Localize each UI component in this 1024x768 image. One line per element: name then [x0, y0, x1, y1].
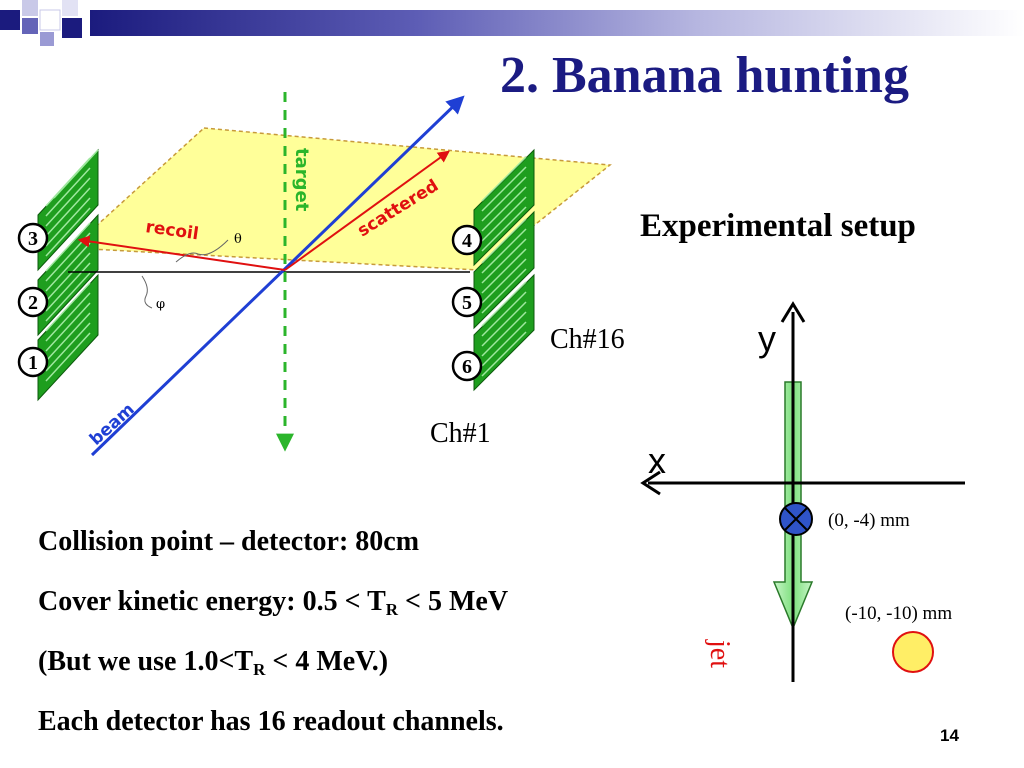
- fact-energy: Cover kinetic energy: 0.5 < TR < 5 MeV: [38, 586, 508, 646]
- phi-label: φ: [156, 297, 165, 312]
- y-axis-label: y: [758, 318, 776, 359]
- jet-position-label: (0, -4) mm: [828, 510, 910, 531]
- svg-text:2: 2: [28, 292, 38, 314]
- detector-badge-6: 6: [451, 350, 483, 382]
- detector-1: [37, 273, 99, 402]
- target-label: target: [291, 148, 312, 212]
- setup-heading: Experimental setup: [640, 208, 916, 244]
- corner-decoration: [0, 0, 82, 46]
- x-axis-arrowhead: [640, 470, 661, 496]
- svg-text:5: 5: [462, 292, 472, 314]
- detector-badge-5: 5: [451, 286, 483, 318]
- svg-text:6: 6: [462, 356, 472, 378]
- setup-diagram: [640, 301, 965, 682]
- target-position-marker: [892, 631, 934, 673]
- fact-distance-text: Collision point – detector: 80cm: [38, 526, 420, 557]
- channel-16-label: Ch#16: [550, 324, 625, 355]
- theta-leader: [175, 239, 229, 263]
- svg-text:4: 4: [462, 230, 472, 252]
- detector-badge-4: 4: [451, 224, 483, 256]
- y-axis-arrowhead: [780, 301, 806, 323]
- fact-energy-prefix: Cover kinetic energy: 0.5 < T: [38, 586, 386, 617]
- fact-used-subscript: R: [253, 660, 266, 679]
- header-bar: [90, 10, 1024, 36]
- phi-leader: [141, 275, 153, 309]
- detector-diagram: target scattered recoil beam θ φ 3 2 1 4…: [17, 92, 612, 457]
- beam-label: beam: [86, 399, 139, 449]
- theta-label: θ: [234, 232, 242, 247]
- scattered-line: [284, 150, 450, 271]
- svg-text:1: 1: [28, 352, 38, 374]
- svg-text:3: 3: [28, 228, 38, 250]
- fact-distance: Collision point – detector: 80cm: [38, 526, 508, 586]
- jet-position-marker: [779, 502, 813, 536]
- target-position-label: (-10, -10) mm: [845, 603, 953, 624]
- recoil-line: [77, 235, 286, 271]
- channel-1-label: Ch#1: [430, 418, 491, 449]
- fact-channels-text: Each detector has 16 readout channels.: [38, 706, 504, 737]
- detector-badge-1: 1: [17, 346, 49, 378]
- page-number: 14: [940, 726, 959, 745]
- detector-badge-2: 2: [17, 286, 49, 318]
- fact-used-suffix: < 4 MeV.): [265, 646, 389, 677]
- facts-list: Collision point – detector: 80cm Cover k…: [38, 526, 508, 766]
- fact-used-range: (But we use 1.0<TR < 4 MeV.): [38, 646, 508, 706]
- fact-used-prefix: (But we use 1.0<T: [38, 646, 254, 677]
- beam-line: [90, 95, 465, 457]
- detector-badge-3: 3: [17, 222, 49, 254]
- jet-label: jet: [704, 640, 735, 668]
- slide-title: 2. Banana hunting: [500, 47, 909, 104]
- right-detector-stack: [473, 148, 535, 392]
- fact-channels: Each detector has 16 readout channels.: [38, 706, 508, 766]
- fact-energy-suffix: < 5 MeV: [398, 586, 509, 617]
- fact-energy-subscript: R: [385, 600, 399, 619]
- x-axis-label: x: [648, 440, 666, 481]
